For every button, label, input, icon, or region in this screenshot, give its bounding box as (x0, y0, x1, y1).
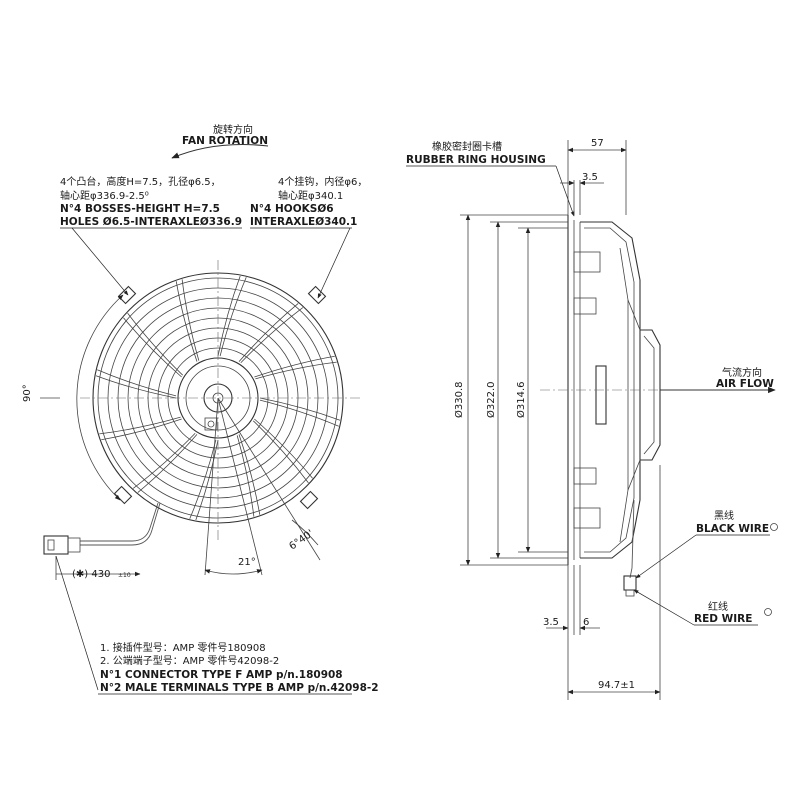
note-cn-2: 2. 公端端子型号：AMP 零件号42098-2 (100, 654, 279, 667)
fan-rotation-arrow (171, 144, 269, 159)
wire-harness (80, 502, 161, 546)
guard-spoke (238, 434, 261, 515)
guard-spoke (137, 434, 198, 493)
guard-spoke-edge (127, 312, 184, 376)
red-wire-label-en: RED WIRE (694, 613, 752, 625)
rubber-ring-label-en: RUBBER RING HOUSING (406, 154, 546, 166)
black-wire-label-cn: 黑线 (714, 509, 734, 522)
connector-notes: 1. 接插件型号：AMP 零件号180908 2. 公端端子型号：AMP 零件号… (98, 641, 379, 695)
guard-spoke (195, 439, 219, 521)
guard-spoke-edge (252, 420, 309, 484)
guard-spoke (217, 275, 241, 357)
dim-3-5-bottom: 3.5 (543, 617, 559, 628)
airflow-label-en: AIR FLOW (716, 378, 774, 390)
guard-spoke (101, 418, 182, 441)
guard-spoke-edge (259, 399, 339, 427)
guard-spoke-edge (219, 277, 247, 357)
fan-rotation-label-cn: 旋转方向 (213, 123, 253, 136)
guard-spoke (238, 303, 299, 362)
hooks-note-cn-2: 轴心距φ340.1 (278, 189, 343, 202)
guard-spoke-edge (255, 361, 337, 380)
bosses-note-en-1: N°4 BOSSES-HEIGHT H=7.5 (60, 203, 220, 215)
guard-spoke-edge (236, 435, 255, 517)
hooks-note-cn-1: 4个挂钩，内径φ6， (278, 175, 367, 188)
dim-3-5-top: 3.5 (582, 172, 598, 183)
wire-connector (43, 535, 81, 555)
guard-spoke-edge (99, 416, 181, 435)
dia-314-6-label: Ø314.6 (515, 382, 527, 419)
wire-length-tol: ±10 (118, 572, 131, 579)
guard-spoke (254, 355, 335, 378)
note-cn-1: 1. 接插件型号：AMP 零件号180908 (100, 641, 266, 654)
black-wire-label-en: BLACK WIRE (696, 523, 769, 535)
fan-rotation-label-en: FAN ROTATION (182, 135, 268, 147)
guard-spoke (254, 418, 313, 479)
dim-94-7-label: 94.7±1 (598, 680, 635, 691)
dia-322-label: Ø322.0 (485, 382, 497, 419)
bosses-note-en-2: HOLES Ø6.5-INTERAXLEØ336.9 (60, 216, 242, 228)
guard-spoke (259, 397, 341, 421)
dim-57-label: 57 (591, 138, 604, 149)
angle-21-label: 21° (238, 557, 256, 568)
rubber-ring-label-cn: 橡胶密封圈卡槽 (432, 140, 502, 153)
guard-spoke (175, 281, 198, 362)
wire-length-label: (✱) 430 (72, 569, 110, 580)
note-en-2: N°2 MALE TERMINALS TYPE B AMP p/n.42098-… (100, 682, 379, 694)
guard-spoke-edge (240, 307, 304, 364)
guard-spoke-edge (181, 279, 200, 361)
guard-spoke-edge (97, 369, 177, 397)
bosses-note-cn-1: 4个凸台，高度H=7.5，孔径φ6.5， (60, 175, 221, 188)
guard-spoke (95, 375, 177, 399)
angle-90-label: 90° (22, 384, 33, 402)
guard-spoke-edge (189, 439, 217, 519)
dim-6-label: 6 (583, 617, 589, 628)
red-wire-label-cn: 红线 (708, 600, 728, 613)
dia-330-8-label: Ø330.8 (453, 382, 465, 419)
front-view: 旋转方向 FAN ROTATION 4个凸台，高度H=7.5，孔径φ6.5， 轴… (22, 123, 367, 691)
hooks-note-en-1: N°4 HOOKSØ6 (250, 203, 334, 215)
black-wire-marker (770, 523, 778, 531)
note-en-1: N°1 CONNECTOR TYPE F AMP p/n.180908 (100, 669, 343, 681)
angle-6-40-label: 6°40' (287, 528, 315, 552)
guard-spoke-edge (132, 432, 196, 489)
red-wire-marker (764, 608, 772, 616)
airflow-label-cn: 气流方向 (722, 366, 762, 379)
hooks-note-en-2: INTERAXLEØ340.1 (250, 216, 357, 228)
guard-spoke (123, 317, 182, 378)
mounting-bosses (113, 285, 327, 510)
side-view: 57 橡胶密封圈卡槽 RUBBER RING HOUSING 3.5 (406, 138, 778, 700)
bosses-note-cn-2: 轴心距φ336.9-2.5⁰ (60, 189, 149, 202)
